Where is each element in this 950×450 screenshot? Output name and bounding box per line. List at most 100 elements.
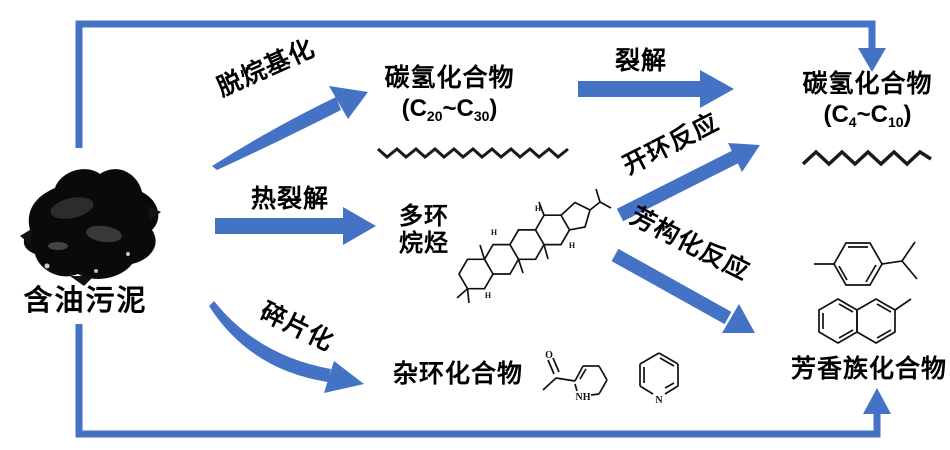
isopropyl-group: [589, 188, 601, 211]
formula-text: ~C: [442, 95, 474, 122]
ring-c: [509, 229, 545, 261]
formula-subscript: 4: [848, 114, 857, 130]
ring-opening-arrow: [616, 149, 741, 222]
aromatization-arrow: [611, 248, 732, 325]
methylnaphthalene-structure: [818, 298, 912, 344]
bottom-loop-arrowhead-icon: [863, 388, 891, 414]
dealkylation-arrow: [212, 97, 341, 170]
source-label: 含油污泥: [23, 285, 148, 317]
hopane-structure: H H H H: [456, 188, 612, 304]
polycyclic-alkanes-title: 多环 烷烃: [394, 203, 454, 258]
methyl-stub: [517, 259, 524, 274]
methyl-stub: [466, 288, 470, 304]
formula-text: (C: [401, 95, 427, 122]
formula-text: ~C: [856, 101, 888, 128]
methyl-stub: [479, 244, 486, 260]
acetyl-tetrahydropyridine-structure: O NH: [542, 350, 608, 403]
ring-bond: [590, 393, 600, 396]
sludge-spike: [148, 206, 161, 220]
formula-text: ): [489, 95, 498, 122]
isopropyl-group: [901, 241, 916, 262]
heavy-hydrocarbons-range: (C20~C30): [372, 95, 527, 124]
oily-sludge-image: [20, 169, 161, 286]
formula-subscript: 20: [426, 108, 443, 124]
short-alkane-chain-structure: [801, 149, 932, 167]
isopropyl-group: [881, 260, 903, 265]
naphthalene-ring-left: [818, 298, 858, 344]
ring-b: [483, 243, 520, 275]
pyrolysis-arrow: [215, 218, 343, 234]
h-atom-label: H: [485, 291, 492, 300]
heterocyclic-title: 杂环化合物: [392, 360, 523, 388]
double-bond: [838, 265, 848, 281]
isopropyl-group: [901, 260, 918, 280]
benzene-ring: [833, 242, 883, 286]
sludge-texture: [50, 197, 94, 219]
methyl-stub: [456, 288, 469, 299]
ring-bond: [639, 352, 660, 365]
process-label-pyrolysis: 热裂解: [250, 185, 329, 213]
cracking-arrow: [578, 81, 700, 97]
methyl-stub: [543, 244, 549, 260]
light-hydrocarbons-title: 碳氢化合物: [802, 70, 933, 98]
ring-e: [560, 201, 592, 231]
ring-a: [458, 258, 494, 290]
pyridine-structure: N: [639, 352, 679, 406]
h-atom-label: H: [491, 228, 498, 237]
double-bond: [865, 264, 877, 283]
sludge-speck: [44, 263, 50, 269]
formula-text: (C: [823, 101, 849, 128]
ring-bond: [574, 365, 584, 382]
polycyclic-line1: 多环: [399, 203, 449, 230]
double-bond: [876, 329, 892, 339]
carbonyl-bond: [552, 357, 560, 373]
reaction-label-cracking: 裂解: [614, 47, 667, 75]
ring-d: [534, 214, 571, 246]
ring-bond: [639, 385, 654, 395]
bottom-loop-connector-line: [75, 324, 881, 438]
ring-bond: [598, 379, 608, 395]
methyl-stub: [894, 298, 912, 311]
aromatics-title: 芳香族化合物: [790, 355, 947, 383]
sludge-texture: [86, 225, 122, 243]
double-bond: [838, 329, 854, 339]
methyl-stub: [542, 377, 557, 391]
ring-opening-arrowhead-icon: [728, 143, 760, 172]
formula-subscript: 30: [473, 108, 490, 124]
p-cymene-structure: [814, 241, 918, 286]
top-loop-arrowhead-icon: [858, 48, 886, 72]
n-atom-label: N: [655, 395, 663, 406]
cracking-arrowhead-icon: [700, 70, 734, 108]
formula-subscript: 10: [887, 114, 904, 130]
ring-bond: [664, 385, 679, 395]
fragmentation-arrowhead-icon: [324, 361, 364, 393]
double-bond: [579, 368, 587, 380]
sludge-blob-shape: [23, 169, 159, 279]
polycyclic-line2: 烷烃: [399, 229, 449, 257]
formula-text: ): [903, 101, 912, 128]
sludge-speck: [126, 252, 130, 256]
sludge-texture: [48, 242, 68, 250]
light-hydrocarbons-range: (C4~C10): [790, 101, 945, 130]
double-bond: [664, 382, 675, 389]
aromatization-arrowhead-icon: [722, 304, 755, 333]
fragmentation-arrow: [209, 301, 331, 382]
heavy-hydrocarbons-title: 碳氢化合物: [384, 64, 515, 92]
long-alkane-chain-structure: [377, 147, 569, 159]
dealkylation-arrowhead-icon: [329, 86, 368, 119]
nh-atom-label: NH: [576, 392, 591, 403]
o-atom-label: O: [545, 350, 553, 361]
ring-bond: [658, 352, 679, 365]
methyl-stub: [538, 201, 545, 216]
h-atom-label: H: [569, 241, 576, 250]
ring-bond: [598, 365, 608, 381]
isopropyl-group: [599, 201, 612, 209]
double-bond: [876, 303, 892, 313]
double-bond: [659, 357, 675, 367]
h-atom-label: H: [535, 204, 542, 213]
sludge-speck: [94, 269, 98, 273]
bond: [555, 377, 576, 382]
pyrolysis-arrowhead-icon: [343, 207, 376, 245]
